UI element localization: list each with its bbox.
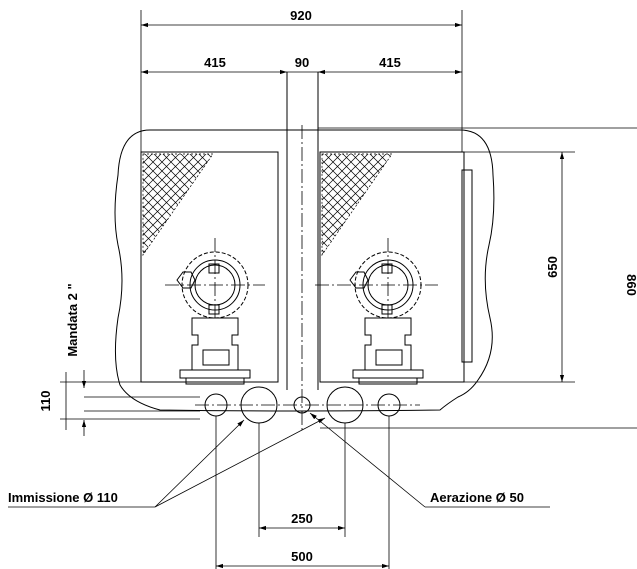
dim-250-label: 250 [291,511,313,526]
dimension-650: 650 [464,151,575,383]
dim-920-label: 920 [290,8,312,23]
left-pump [165,238,265,385]
dim-90-label: 90 [295,55,309,70]
right-hatch [321,153,393,257]
right-pump [315,238,438,385]
dimension-500: 500 [215,416,390,569]
dim-415-right-label: 415 [379,55,401,70]
dimension-250: 250 [258,423,346,537]
left-chamber [140,151,279,383]
inlet-label: Immissione Ø 110 [8,490,118,505]
dim-860-label: 860 [624,274,637,296]
pipe-connections [195,386,420,424]
dimension-415-90-415: 415 90 415 [141,55,462,75]
aeration-label: Aerazione Ø 50 [430,490,524,505]
left-hatch [142,153,214,257]
aeration-leader: Aerazione Ø 50 [309,412,550,508]
discharge-label: Mandata 2 " [65,283,80,356]
tank-outline [114,129,495,412]
discharge-marker: Mandata 2 " [65,283,200,436]
side-panel [461,169,473,363]
inlet-leader: Immissione Ø 110 [8,417,326,508]
dimension-860: 860 [318,127,637,429]
right-chamber [319,151,465,383]
dim-500-label: 500 [291,549,313,564]
dim-650-label: 650 [545,256,560,278]
dim-415-left-label: 415 [204,55,226,70]
dim-110-label: 110 [38,391,53,412]
